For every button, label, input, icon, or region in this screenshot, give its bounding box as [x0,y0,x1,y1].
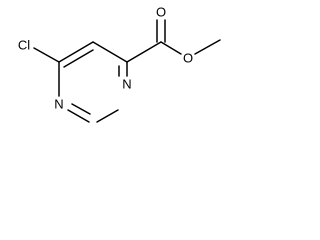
bond-c2-n1 [67,109,90,123]
bonds [33,19,221,123]
ring-nitrogen-bottom-label: N [54,97,63,112]
bond-n3-c2 [96,109,119,123]
atom-labels: Cl N N O O [18,5,193,112]
bond-c2-n1-inner [71,103,91,115]
chemical-structure: Cl N N O O [18,5,221,123]
carbonyl-oxygen-label: O [156,5,166,20]
bond-c5-c4 [92,41,128,63]
bond-carbonyl-ester-o [160,41,182,55]
bond-ester-o-methyl [194,39,221,55]
ester-oxygen-label: O [183,51,193,66]
bond-c6-c5 [58,41,94,63]
ring-nitrogen-right-label: N [122,77,131,92]
bond-c6-c5-inner [63,49,94,68]
bond-cl-c6 [33,47,60,63]
bond-c4-carbonyl [126,41,162,63]
chlorine-label: Cl [18,38,30,53]
